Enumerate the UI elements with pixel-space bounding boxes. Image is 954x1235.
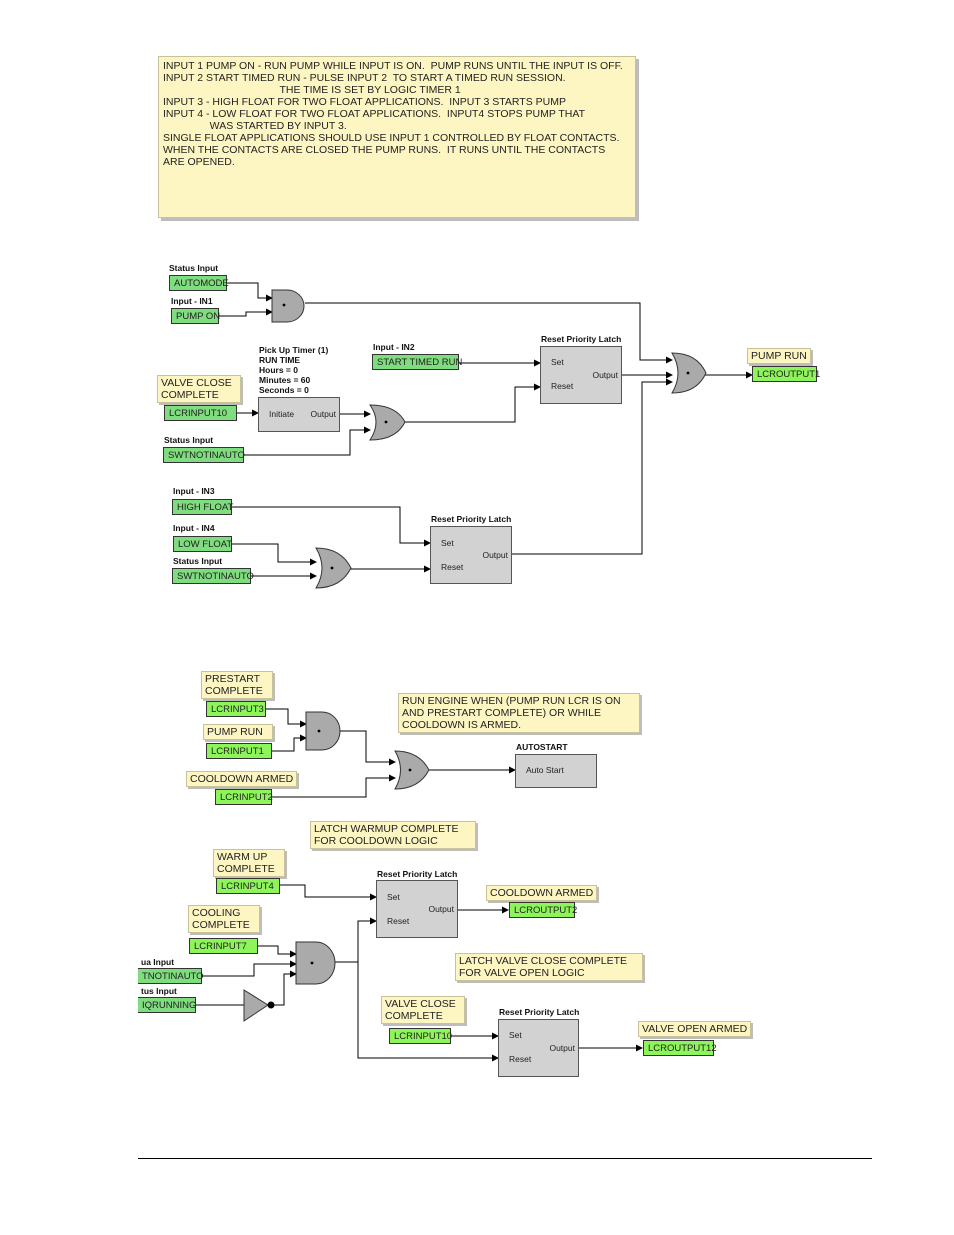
reset-priority-latch-1[interactable]: Set Output Reset <box>540 346 622 404</box>
footer-rule <box>138 1158 872 1159</box>
and-gate-1 <box>271 289 305 323</box>
note-line: SINGLE FLOAT APPLICATIONS SHOULD USE INP… <box>163 132 620 144</box>
latch1-set-pin: Set <box>551 357 564 367</box>
latch3-title: Reset Priority Latch <box>377 869 458 879</box>
latch-warmup-note: LATCH WARMUP COMPLETE FOR COOLDOWN LOGIC <box>310 821 476 849</box>
not-in-auto-input[interactable]: TNOTINAUTO <box>138 968 204 984</box>
cooldown-armed-label-2: COOLDOWN ARMED <box>486 885 598 901</box>
lcr-input3-tag[interactable]: LCRINPUT3 <box>206 701 266 717</box>
latch1-output-pin: Output <box>592 370 618 380</box>
note-line: INPUT 3 - HIGH FLOAT FOR TWO FLOAT APPLI… <box>163 96 566 108</box>
and-gate-3 <box>295 941 336 985</box>
lcr-input4-tag[interactable]: LCRINPUT4 <box>216 878 280 894</box>
reset-priority-latch-4[interactable]: Set Output Reset <box>498 1019 579 1077</box>
lcr-output1-tag[interactable]: LCROUTPUT1 <box>752 366 820 382</box>
lcr-input2-tag[interactable]: LCRINPUT2 <box>215 789 273 805</box>
low-float-input[interactable]: LOW FLOAT <box>173 536 232 552</box>
lcr-output2-tag[interactable]: LCROUTPUT2 <box>509 902 577 918</box>
autostart-block[interactable]: Auto Start <box>515 754 597 788</box>
swt-not-in-auto-input[interactable]: SWTNOTINAUTO <box>163 447 245 463</box>
lcr-input1-tag[interactable]: LCRINPUT1 <box>206 743 272 759</box>
latch3-output-pin: Output <box>428 904 454 914</box>
and-gate-2 <box>305 711 341 751</box>
running-input[interactable]: IQRUNNING <box>138 997 196 1013</box>
note-line: INPUT 4 - LOW FLOAT FOR TWO FLOAT APPLIC… <box>163 108 586 120</box>
timer-settings: Pick Up Timer (1) RUN TIME Hours = 0 Min… <box>259 345 329 395</box>
note-line: INPUT 1 PUMP ON - RUN PUMP WHILE INPUT I… <box>163 60 623 72</box>
cooldown-armed-label: COOLDOWN ARMED <box>186 771 298 787</box>
high-float-input[interactable]: HIGH FLOAT <box>172 499 233 515</box>
latch1-reset-pin: Reset <box>551 381 574 391</box>
instructions-note: INPUT 1 PUMP ON - RUN PUMP WHILE INPUT I… <box>158 56 636 218</box>
latch2-reset-pin: Reset <box>441 562 464 572</box>
latch3-reset-pin: Reset <box>387 916 410 926</box>
latch2-output-pin: Output <box>482 550 508 560</box>
swt-not-in-auto-input-2[interactable]: SWTNOTINAUTO <box>172 568 254 584</box>
status-input-caption-a: ua Input <box>141 957 175 967</box>
or-gate-3 <box>315 547 352 589</box>
or-gate-autostart <box>394 750 430 790</box>
status-input-caption-3: Status Input <box>173 556 223 566</box>
input-in1-caption: Input - IN1 <box>171 296 213 306</box>
latch-valve-note: LATCH VALVE CLOSE COMPLETE FOR VALVE OPE… <box>455 953 643 981</box>
timer-output-pin: Output <box>310 409 336 419</box>
latch1-title: Reset Priority Latch <box>541 334 622 344</box>
cooling-complete-label: COOLING COMPLETE <box>188 905 260 933</box>
or-gate-1 <box>369 404 406 441</box>
latch4-output-pin: Output <box>549 1043 575 1053</box>
reset-priority-latch-3[interactable]: Set Output Reset <box>376 880 458 938</box>
status-input-caption: Status Input <box>169 263 219 273</box>
lcr-input10-tag[interactable]: LCRINPUT10 <box>164 405 237 421</box>
lcr-input10-tag-2[interactable]: LCRINPUT10 <box>389 1028 452 1044</box>
note-line: THE TIME IS SET BY LOGIC TIMER 1 <box>163 84 461 96</box>
not-gate <box>243 989 275 1022</box>
start-timed-run-input[interactable]: START TIMED RUN <box>372 354 462 370</box>
note-line: WHEN THE CONTACTS ARE CLOSED THE PUMP RU… <box>163 144 606 156</box>
pump-run-label-2: PUMP RUN <box>203 724 273 740</box>
warm-up-complete-label: WARM UP COMPLETE <box>213 849 285 877</box>
autostart-pin: Auto Start <box>526 765 564 775</box>
pump-run-label: PUMP RUN <box>747 348 811 364</box>
pickup-timer-block[interactable]: Initiate Output <box>258 397 340 432</box>
prestart-complete-label: PRESTART COMPLETE <box>201 671 273 699</box>
automode-input[interactable]: AUTOMODE <box>169 275 229 291</box>
status-input-caption-b: tus Input <box>141 986 177 996</box>
pump-on-input[interactable]: PUMP ON <box>171 308 220 324</box>
latch2-set-pin: Set <box>441 538 454 548</box>
status-input-caption-2: Status Input <box>164 435 214 445</box>
lcr-input7-tag[interactable]: LCRINPUT7 <box>189 938 258 954</box>
note-line: ARE OPENED. <box>163 156 235 168</box>
autostart-title: AUTOSTART <box>516 742 568 752</box>
valve-close-complete-label-2: VALVE CLOSE COMPLETE <box>381 996 465 1024</box>
input-in4-caption: Input - IN4 <box>173 523 215 533</box>
input-in3-caption: Input - IN3 <box>173 486 215 496</box>
latch4-reset-pin: Reset <box>509 1054 532 1064</box>
or-gate-pump-run <box>671 352 707 394</box>
lcr-output12-tag[interactable]: LCROUTPUT12 <box>643 1040 717 1056</box>
latch3-set-pin: Set <box>387 892 400 902</box>
valve-open-armed-label: VALVE OPEN ARMED <box>638 1021 752 1037</box>
latch2-title: Reset Priority Latch <box>431 514 512 524</box>
timer-initiate-pin: Initiate <box>269 409 295 419</box>
latch4-title: Reset Priority Latch <box>499 1007 580 1017</box>
note-line: INPUT 2 START TIMED RUN - PULSE INPUT 2 … <box>163 72 566 84</box>
note-line: WAS STARTED BY INPUT 3. <box>163 120 347 132</box>
valve-close-complete-label: VALVE CLOSE COMPLETE <box>157 375 241 403</box>
run-engine-note: RUN ENGINE WHEN (PUMP RUN LCR IS ON AND … <box>398 693 640 733</box>
latch4-set-pin: Set <box>509 1030 522 1040</box>
reset-priority-latch-2[interactable]: Set Output Reset <box>430 526 512 584</box>
input-in2-caption: Input - IN2 <box>373 342 415 352</box>
